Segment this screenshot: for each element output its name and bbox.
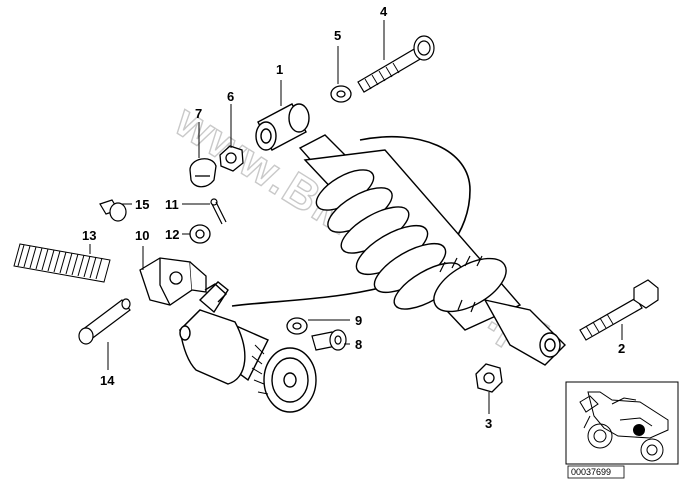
callout-1: 1	[276, 62, 283, 77]
hex-nut-lower	[475, 363, 503, 393]
callout-12: 12	[165, 227, 179, 242]
callout-10: 10	[135, 228, 149, 243]
upper-eye-bushing	[255, 103, 310, 151]
callout-11: 11	[165, 197, 179, 212]
callout-7: 7	[195, 106, 202, 121]
callout-2: 2	[618, 341, 625, 356]
callout-4: 4	[380, 4, 388, 19]
location-marker	[633, 424, 645, 436]
small-bolt	[99, 199, 127, 222]
reference-inset: 00037699	[565, 381, 679, 479]
pivot-pin	[78, 298, 131, 345]
callouts: 1 2 3 4 5 6 7 8 9 10 11 12 13 14 15	[82, 4, 625, 431]
callout-9: 9	[355, 313, 362, 328]
cotter-pin	[210, 198, 227, 225]
remote-reservoir	[178, 281, 317, 413]
callout-14: 14	[100, 373, 115, 388]
reservoir-washer	[286, 317, 308, 335]
callout-5: 5	[334, 28, 341, 43]
reference-code: 00037699	[571, 467, 611, 477]
lower-mounting-bolt	[579, 279, 659, 341]
spring-strut	[298, 134, 566, 366]
upper-mounting-bolt	[357, 35, 435, 93]
leader-lines	[89, 20, 623, 414]
callout-8: 8	[355, 337, 362, 352]
hex-nut-upper	[219, 145, 244, 172]
tension-spring	[13, 243, 111, 283]
callout-15: 15	[135, 197, 149, 212]
motorcycle-thumbnail	[579, 391, 669, 462]
mounting-bracket	[139, 257, 207, 306]
cap-nut	[189, 158, 217, 188]
socket-screw	[311, 329, 347, 351]
callout-13: 13	[82, 228, 96, 243]
callout-6: 6	[227, 89, 234, 104]
callout-3: 3	[485, 416, 492, 431]
small-washer	[189, 224, 211, 244]
upper-washer	[330, 85, 352, 103]
